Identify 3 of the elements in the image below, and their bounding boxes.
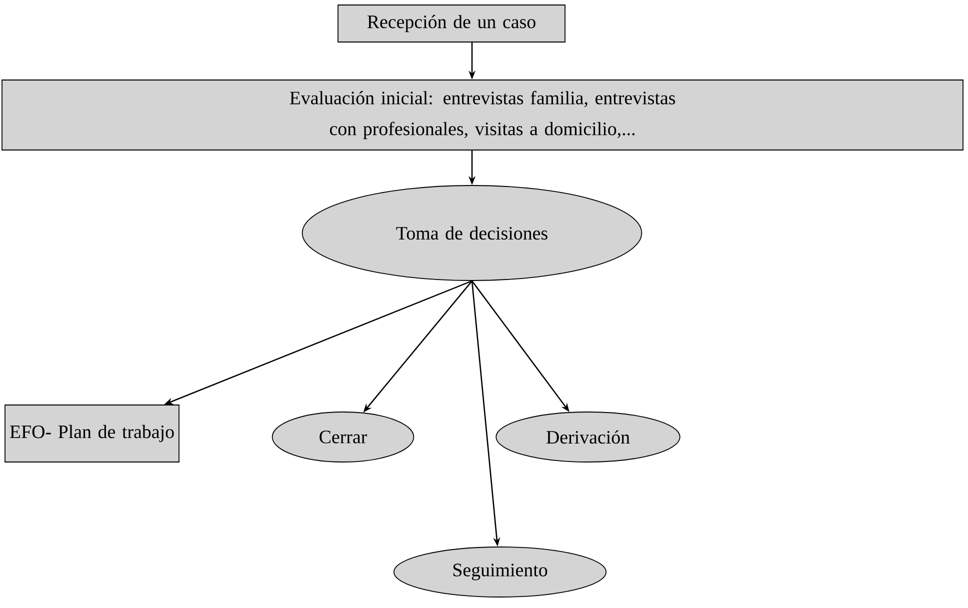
process-box: Evaluación inicial: entrevistas familia, entrevistas con profesionales, visitas a domicilio,... — [2, 80, 964, 150]
process-box: Recepción de un caso — [338, 4, 566, 42]
process-box: EFO- Plan de trabajo — [4, 404, 180, 462]
